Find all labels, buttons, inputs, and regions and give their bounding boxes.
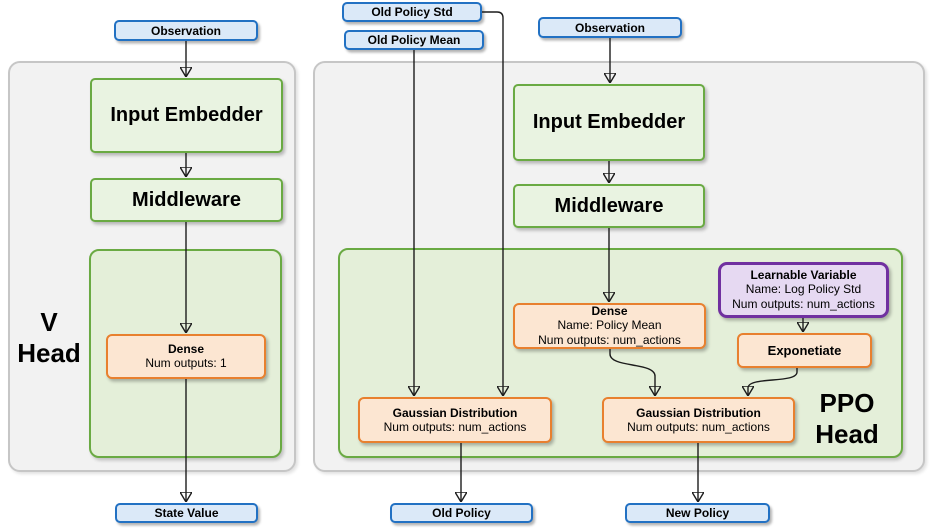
dense-node-v: Dense Num outputs: 1 — [106, 334, 266, 379]
ppo-head-label: PPO Head — [815, 388, 879, 449]
dense-policy-mean-node: Dense Name: Policy Mean Num outputs: num… — [513, 303, 706, 349]
learnable-variable-outputs: Num outputs: num_actions — [732, 297, 875, 311]
input-embedder-node-ppo: Input Embedder — [513, 84, 705, 161]
exponetiate-label: Exponetiate — [767, 343, 842, 358]
middleware-node-ppo: Middleware — [513, 184, 705, 228]
gaussian-new-outputs: Num outputs: num_actions — [627, 419, 770, 434]
v-head-label: V Head — [17, 307, 81, 368]
dense-policy-mean-name: Name: Policy Mean — [557, 318, 662, 332]
learnable-variable-name: Name: Log Policy Std — [745, 282, 862, 296]
gaussian-old-title: Gaussian Distribution — [392, 405, 518, 420]
learnable-variable-title: Learnable Variable — [750, 268, 857, 282]
observation-input-v: Observation — [114, 20, 258, 41]
observation-input-ppo: Observation — [538, 17, 682, 38]
input-embedder-node-v: Input Embedder — [90, 78, 283, 153]
exponetiate-node: Exponetiate — [737, 333, 872, 368]
gaussian-new-title: Gaussian Distribution — [636, 405, 761, 420]
old-policy-output: Old Policy — [390, 503, 533, 523]
old-policy-std-input: Old Policy Std — [342, 2, 482, 22]
dense-node-v-outputs: Num outputs: 1 — [145, 356, 227, 370]
learnable-variable-node: Learnable Variable Name: Log Policy Std … — [718, 262, 889, 318]
old-policy-mean-input: Old Policy Mean — [344, 30, 484, 50]
dense-policy-mean-outputs: Num outputs: num_actions — [538, 333, 681, 347]
gaussian-old-outputs: Num outputs: num_actions — [383, 419, 527, 434]
dense-node-v-title: Dense — [167, 342, 205, 356]
new-policy-output: New Policy — [625, 503, 770, 523]
dense-policy-mean-title: Dense — [591, 304, 628, 318]
gaussian-distribution-old-node: Gaussian Distribution Num outputs: num_a… — [358, 397, 552, 443]
middleware-node-v: Middleware — [90, 178, 283, 222]
state-value-output: State Value — [115, 503, 258, 523]
gaussian-distribution-new-node: Gaussian Distribution Num outputs: num_a… — [602, 397, 795, 443]
